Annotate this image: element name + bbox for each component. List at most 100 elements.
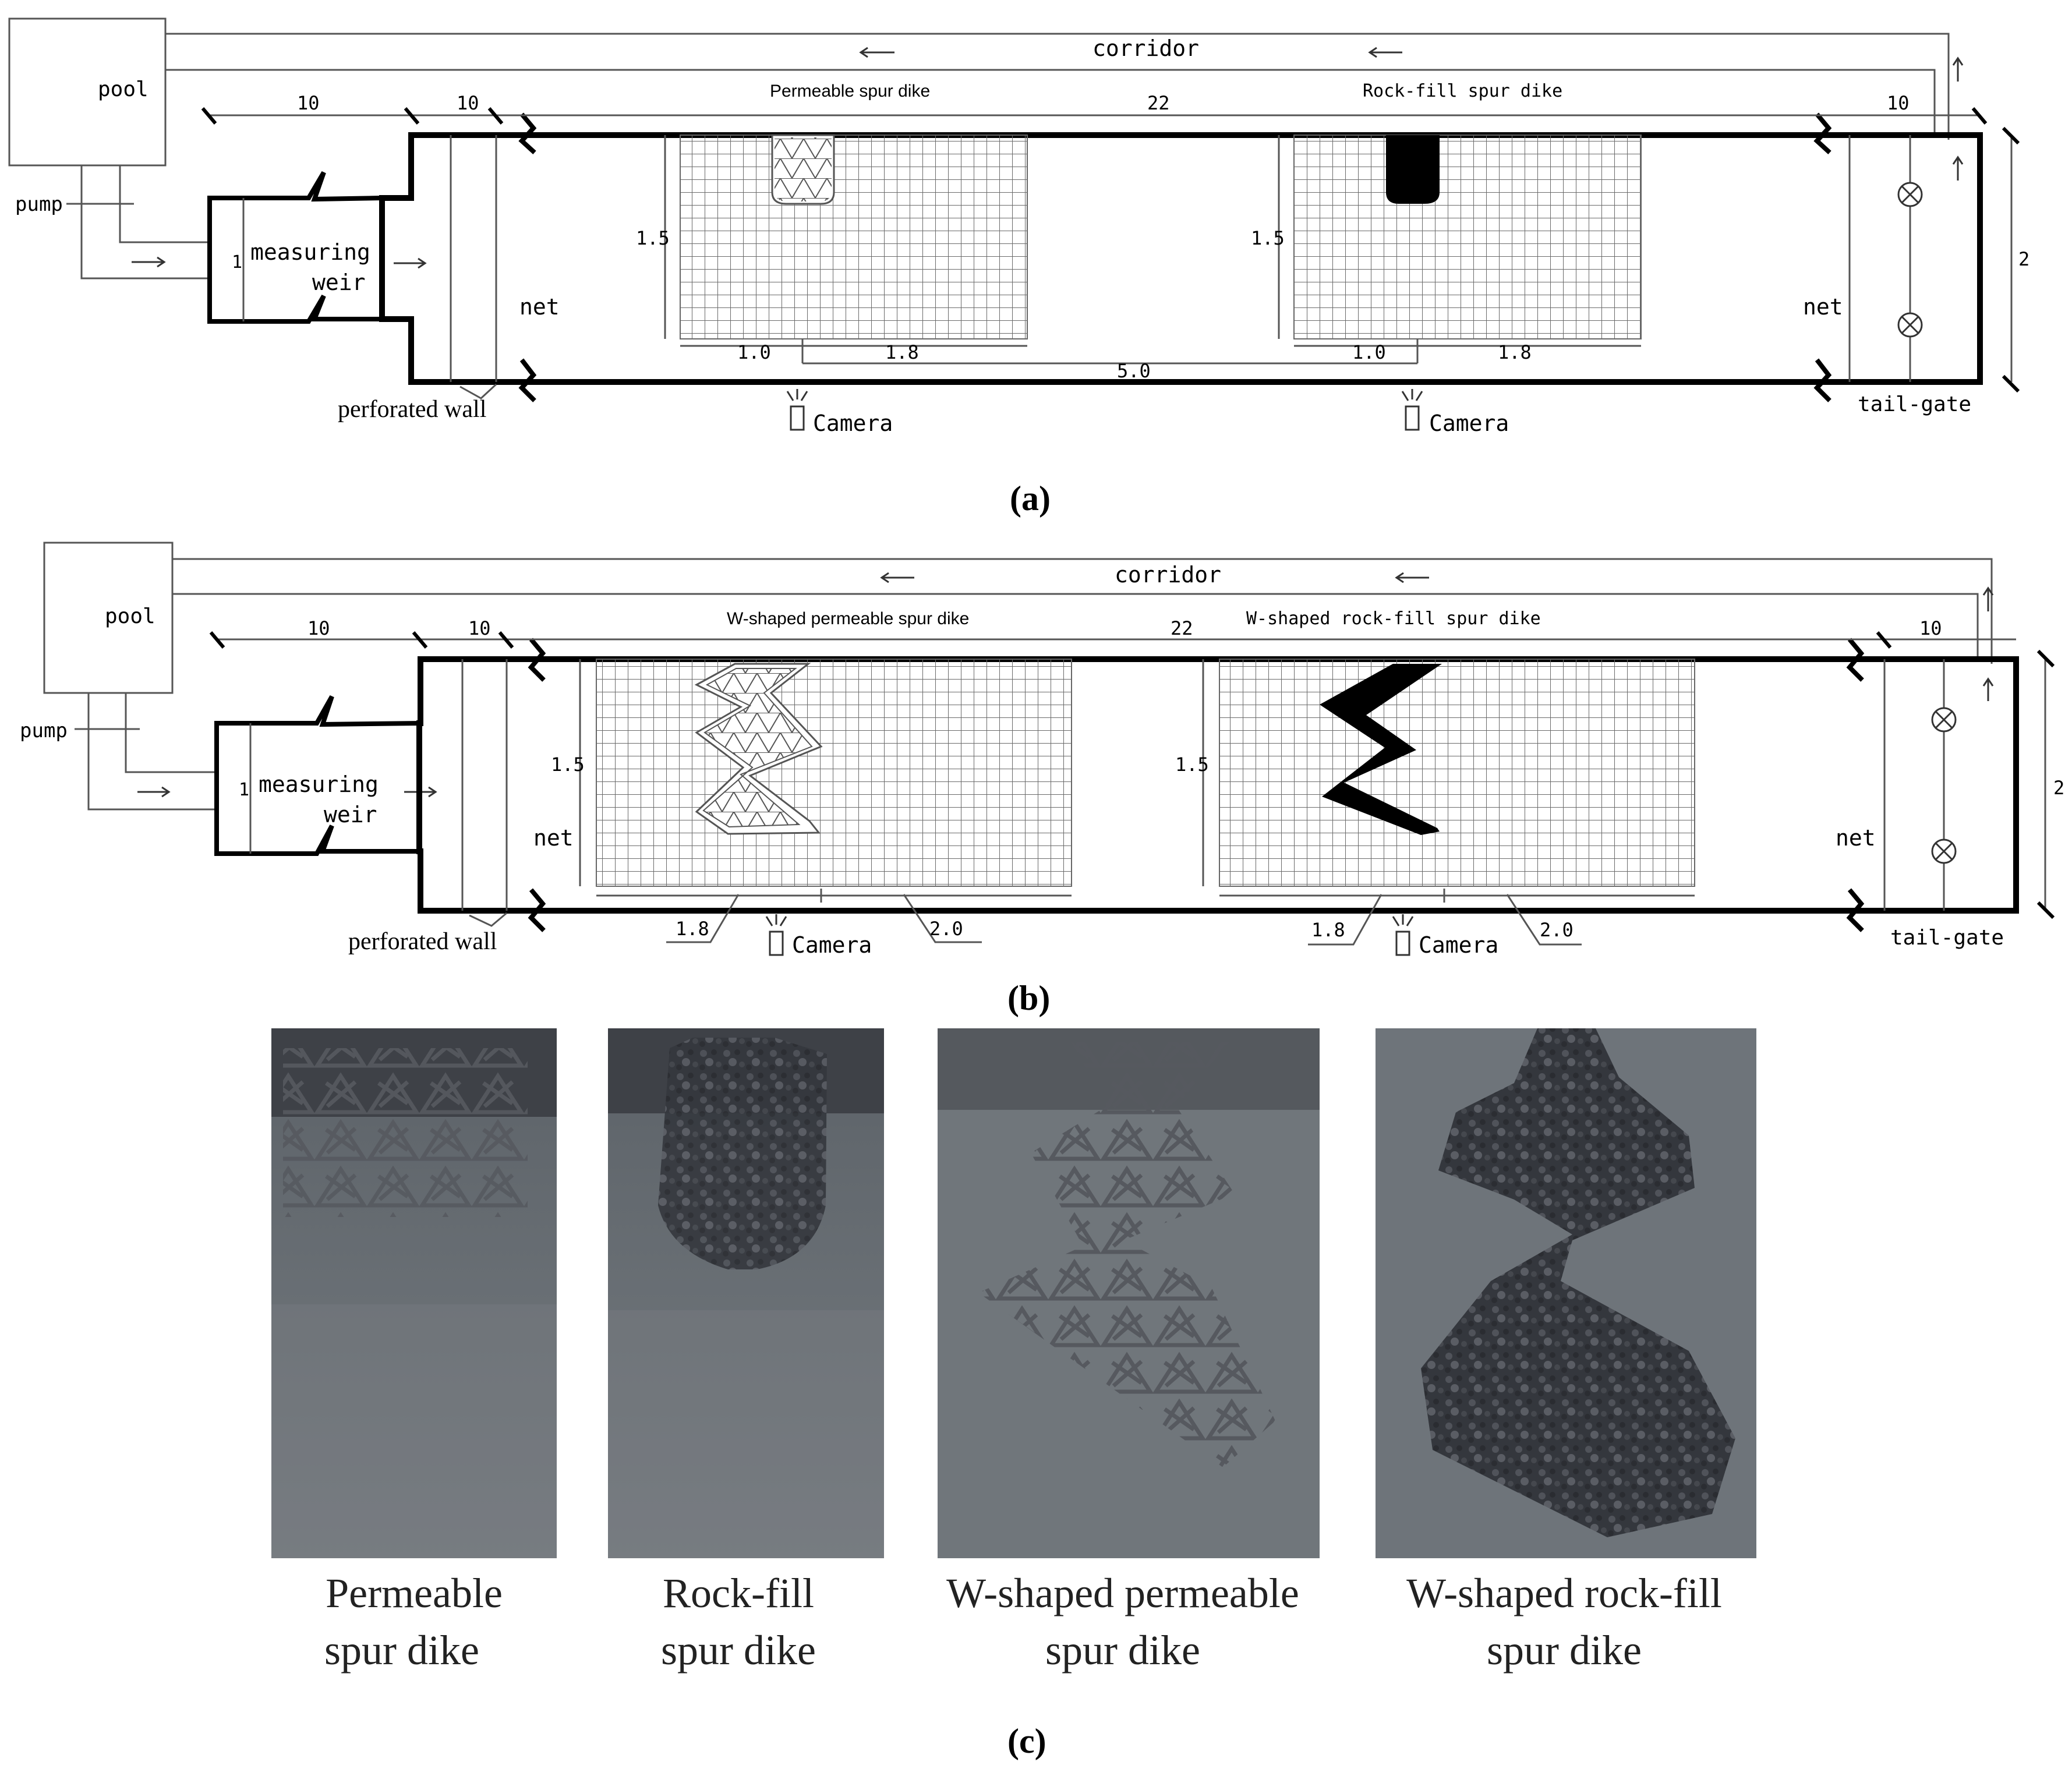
- dike-2-title: W-shaped rock-fill spur dike: [1246, 608, 1541, 629]
- break-mark: [1846, 888, 1865, 932]
- pump-pipe-2: [119, 165, 207, 243]
- pool-box: [43, 542, 174, 694]
- photo-w-shaped-rock-fill-spur-dike: [1376, 1028, 1756, 1558]
- panel-b-diagram: pool corridor pump 1 measuring weir perf…: [20, 542, 2064, 1017]
- camera-icon: [765, 914, 787, 956]
- photo-2-caption-line-2: spur dike: [661, 1627, 816, 1674]
- perforated-wall-label: perforated wall: [348, 928, 497, 955]
- svg-text:10: 10: [1919, 617, 1942, 639]
- svg-text:10: 10: [307, 617, 330, 639]
- inflow-arrow-icon: [137, 786, 171, 798]
- svg-text:1.5: 1.5: [551, 753, 585, 776]
- svg-text:1: 1: [239, 780, 249, 800]
- perforated-wall-label: perforated wall: [338, 396, 486, 423]
- panel-b-label: (b): [1007, 979, 1050, 1017]
- break-mark: [518, 358, 537, 402]
- weir-label: weir: [312, 270, 366, 295]
- photo-rock-fill-spur-dike: [608, 1028, 884, 1558]
- photo-w-shaped-permeable-spur-dike: [938, 1028, 1320, 1558]
- camera-2-label: Camera: [1419, 932, 1498, 958]
- photo-1-caption-line-1: Permeable: [326, 1570, 503, 1616]
- photo-3-caption-line-1: W-shaped permeable: [946, 1570, 1299, 1616]
- svg-text:22: 22: [1171, 617, 1193, 639]
- flume-outline: [379, 132, 1983, 385]
- svg-text:1.5: 1.5: [1251, 227, 1285, 249]
- corridor-outer-line: [165, 33, 1950, 140]
- break-mark: [528, 638, 546, 682]
- corridor-arrow-right-icon: [1368, 47, 1402, 58]
- camera-icon: [1392, 914, 1414, 956]
- return-arrow-up-icon: [1982, 586, 1994, 611]
- panel-a-label: (a): [1010, 479, 1051, 518]
- svg-text:1.8: 1.8: [676, 918, 709, 940]
- break-mark: [1813, 358, 1832, 402]
- net-label-left: net: [533, 825, 574, 851]
- weir-label: weir: [324, 802, 377, 827]
- svg-text:1.0: 1.0: [737, 341, 771, 363]
- measurement-grid-1: [680, 135, 1028, 339]
- corridor-outer-line: [172, 558, 1993, 664]
- net-label-right: net: [1803, 294, 1843, 320]
- valve-icon: [1897, 312, 1923, 338]
- dike-1-title: W-shaped permeable spur dike: [727, 609, 969, 628]
- corridor-label: corridor: [1115, 562, 1221, 588]
- dike-2-title: Rock-fill spur dike: [1363, 81, 1562, 101]
- corridor-arrow-left-icon: [880, 572, 914, 583]
- flow-arrow-up-icon: [1952, 155, 1964, 181]
- svg-text:1.5: 1.5: [636, 227, 670, 249]
- corridor-label: corridor: [1092, 36, 1199, 61]
- photo-4-caption-line-1: W-shaped rock-fill: [1406, 1570, 1722, 1616]
- svg-text:10: 10: [457, 92, 479, 114]
- camera-icon: [786, 389, 808, 431]
- inflow-arrow-icon: [132, 256, 166, 268]
- svg-text:10: 10: [1887, 92, 1910, 114]
- dike-1-title: Permeable spur dike: [770, 82, 930, 101]
- svg-text:2: 2: [2018, 248, 2029, 270]
- measurement-grid-2: [1219, 659, 1695, 887]
- flume-outline: [416, 656, 2019, 914]
- panel-c-photos: Permeable spur dike Rock-fill spur dike …: [271, 1028, 1756, 1760]
- tail-gate-label: tail-gate: [1858, 392, 1971, 416]
- break-mark: [528, 888, 546, 932]
- svg-text:1.5: 1.5: [1175, 753, 1209, 776]
- camera-1-label: Camera: [792, 932, 872, 958]
- camera-2-label: Camera: [1429, 411, 1509, 436]
- svg-text:1.8: 1.8: [1311, 919, 1345, 941]
- svg-text:22: 22: [1147, 92, 1170, 114]
- photo-4-caption-line-2: spur dike: [1487, 1627, 1642, 1674]
- pool-label: pool: [105, 604, 155, 628]
- panel-a-diagram: pool corridor pump 1 measuring weir perf…: [8, 17, 2029, 518]
- pool-box: [8, 17, 167, 167]
- measuring-label: measuring: [250, 239, 370, 265]
- flow-arrow-up-icon: [1982, 677, 1994, 701]
- svg-text:10: 10: [297, 92, 320, 114]
- return-arrow-up-icon: [1952, 56, 1964, 82]
- photo-3-caption-line-2: spur dike: [1045, 1627, 1200, 1674]
- measuring-label: measuring: [259, 772, 379, 797]
- svg-text:2: 2: [2053, 777, 2064, 799]
- svg-text:1.0: 1.0: [1352, 341, 1386, 363]
- corridor-inner-line: [172, 593, 1979, 660]
- tail-gate-label: tail-gate: [1890, 926, 2004, 950]
- valve-icon: [1931, 707, 1957, 733]
- w-rock-fill-dike-shape: [1320, 664, 1442, 835]
- camera-1-label: Camera: [813, 411, 893, 436]
- weir-outflow-arrow-icon: [394, 257, 427, 269]
- svg-text:5.0: 5.0: [1117, 360, 1151, 382]
- photo-permeable-spur-dike: [271, 1028, 557, 1558]
- corridor-inner-line: [165, 69, 1936, 135]
- corridor-arrow-right-icon: [1395, 572, 1429, 583]
- photo-1-caption-line-2: spur dike: [324, 1627, 479, 1674]
- measurement-grid-2: [1293, 135, 1642, 339]
- rock-fill-dike-shape: [1386, 135, 1440, 204]
- svg-text:2.0: 2.0: [1540, 919, 1574, 941]
- break-mark: [1813, 112, 1832, 154]
- measurement-grid-1: [596, 659, 1072, 887]
- pump-label: pump: [15, 193, 63, 216]
- pump-label: pump: [20, 719, 68, 742]
- valve-icon: [1897, 182, 1923, 207]
- net-label-left: net: [519, 294, 560, 320]
- break-mark: [1846, 638, 1865, 682]
- panel-c-label: (c): [1007, 1722, 1046, 1760]
